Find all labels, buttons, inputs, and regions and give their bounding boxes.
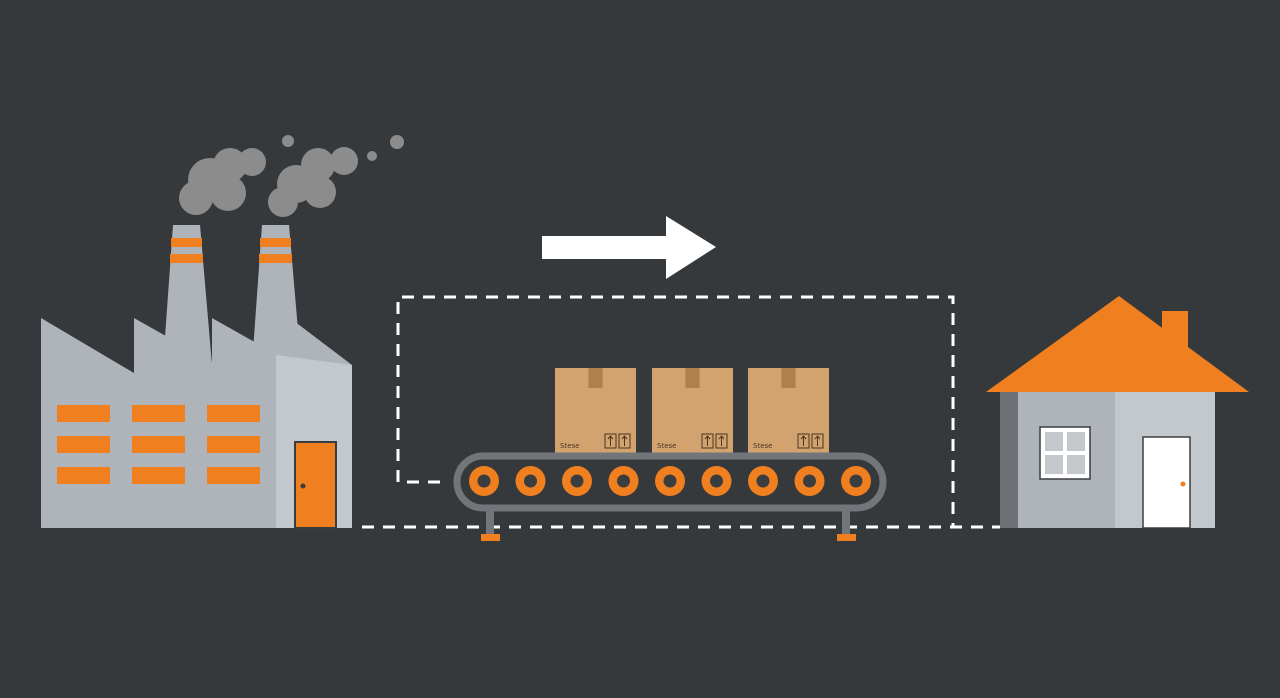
conveyor-roller (608, 466, 639, 496)
this-way-up-icon (701, 433, 714, 449)
shipping-box-icon: Stese (555, 368, 636, 454)
conveyor-foot (837, 534, 856, 541)
shipping-box-icon: Stese (748, 368, 829, 454)
factory-icon (41, 225, 352, 529)
this-way-up-icon (811, 433, 824, 449)
this-way-up-icon (797, 433, 810, 449)
conveyor-belt-icon (453, 452, 887, 541)
conveyor-roller (562, 466, 592, 496)
house-roof (986, 296, 1249, 392)
chimney-left-stripe (171, 238, 202, 247)
conveyor-roller (841, 466, 871, 496)
box-label-text: Stese (657, 442, 676, 450)
dashed-route-path (362, 295, 1000, 529)
house-window (1039, 426, 1091, 480)
smoke-icon (179, 135, 404, 217)
box-label-text: Stese (560, 442, 579, 450)
factory-windows (57, 405, 260, 484)
conveyor-roller (794, 466, 825, 496)
conveyor-roller (655, 466, 685, 496)
conveyor-foot (481, 534, 500, 541)
arrow-right-icon (542, 216, 716, 279)
this-way-up-icon (618, 433, 631, 449)
this-way-up-icon (604, 433, 617, 449)
boxes-group: Stese Stese Stese (555, 368, 829, 454)
rollers-group (469, 466, 871, 496)
conveyor-roller (701, 466, 732, 496)
chimney-left-stripe (170, 254, 203, 263)
factory-building (41, 318, 352, 528)
chimney-right-stripe (260, 238, 291, 247)
chimney-right-stripe (259, 254, 292, 263)
box-label-text: Stese (753, 442, 772, 450)
conveyor-roller (469, 466, 499, 496)
conveyor-leg (842, 505, 850, 535)
house-side-wall (1000, 391, 1018, 528)
conveyor-roller (515, 466, 546, 496)
this-way-up-icon (715, 433, 728, 449)
house-icon (986, 296, 1249, 529)
conveyor-leg (486, 505, 494, 535)
factory-door-knob (300, 483, 306, 489)
shipping-box-icon: Stese (652, 368, 733, 454)
house-door-knob (1180, 481, 1186, 487)
conveyor-roller (748, 466, 778, 496)
